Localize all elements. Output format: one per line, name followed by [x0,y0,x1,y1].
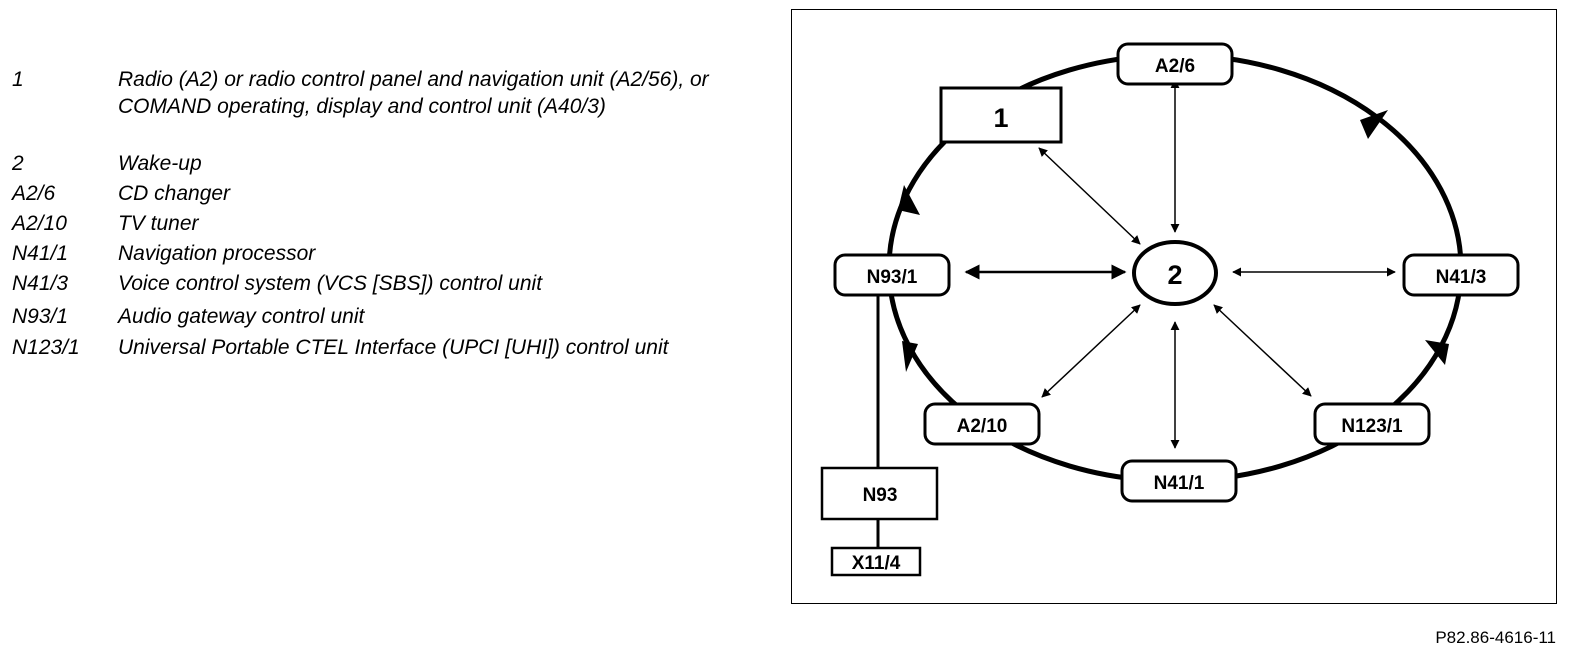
node-n41-3: N41/3 [1402,253,1520,297]
legend-description: Voice control system (VCS [SBS]) control… [118,272,543,295]
node-n93-1: N93/1 [833,253,951,297]
legend-description: Wake-up [118,152,202,175]
legend-code: 2 [12,152,24,175]
legend-code: A2/6 [12,182,56,205]
legend-description: CD changer [118,182,231,205]
node-a2-6: A2/6 [1116,42,1234,86]
link-wake-n123-1 [1213,304,1312,397]
legend-code: N41/1 [12,242,69,265]
legend-description: Navigation processor [118,242,316,265]
node-label: 2 [1167,260,1182,290]
node-label: N93 [863,485,898,506]
node-label: N123/1 [1341,416,1403,437]
node-a2-10: A2/10 [923,402,1041,446]
node-1: 1 [939,86,1063,144]
legend-description: Radio (A2) or radio control panel and na… [118,68,709,118]
node-n41-1: N41/1 [1120,459,1238,503]
ring-direction-arrow [898,185,920,215]
ring-direction-arrow [902,341,918,372]
link-wake-a2-10 [1041,304,1141,398]
node-label: N41/3 [1436,267,1487,288]
node-n93: N93 [820,466,939,521]
node-x11-4: X11/4 [830,546,922,577]
link-1-wake [1038,147,1141,245]
node-label: A2/6 [1155,56,1195,77]
figure-id: P82.86-4616-11 [1435,628,1556,647]
node-label: 1 [993,103,1008,133]
legend-description: Audio gateway control unit [118,305,365,328]
network-diagram: 2 1 A2/6 N93/1 N41/3 A2/10 [820,42,1520,577]
legend-code: 1 [12,68,24,91]
node-wake: 2 [1132,240,1218,306]
diagram-frame: 2 1 A2/6 N93/1 N41/3 A2/10 [791,9,1557,604]
legend-code: N93/1 [12,305,69,328]
legend-code: N41/3 [12,272,69,295]
node-n123-1: N123/1 [1313,402,1431,446]
node-label: X11/4 [852,553,901,574]
node-label: N93/1 [867,267,918,288]
ring-direction-arrow [1425,340,1449,365]
legend-code: A2/10 [12,212,67,235]
legend-code: N123/1 [12,336,80,359]
legend-description: TV tuner [118,212,199,235]
legend-description: Universal Portable CTEL Interface (UPCI … [118,336,669,359]
node-label: N41/1 [1154,473,1205,494]
ring-direction-arrow [1360,110,1388,139]
node-label: A2/10 [957,416,1008,437]
